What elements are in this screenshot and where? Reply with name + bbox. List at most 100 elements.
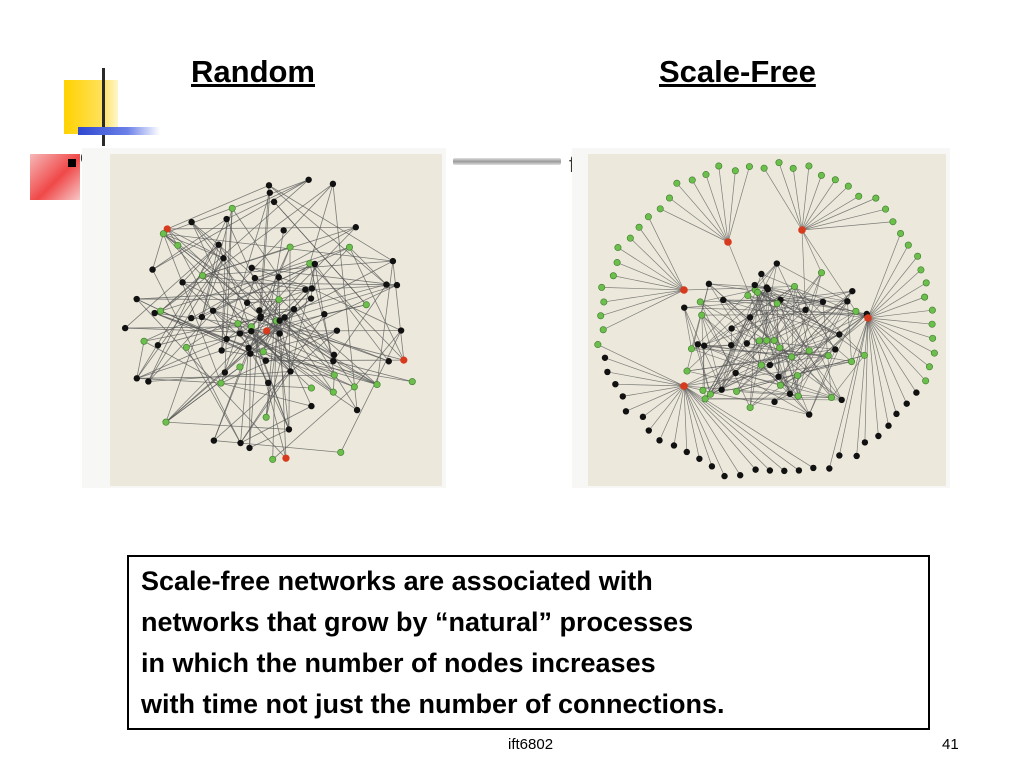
black-node [758,270,765,278]
network-edge [309,263,334,362]
black-node [819,298,827,306]
network-edge [683,361,852,387]
network-edge [251,330,402,332]
green-node [904,241,912,249]
black-node [670,442,678,449]
black-node [353,406,361,414]
network-edge [152,233,164,270]
black-node [209,307,217,314]
network-edge [699,301,781,386]
network-edge [276,320,290,430]
black-node [218,347,225,354]
green-node [706,390,714,398]
green-node [702,171,710,179]
black-node [220,255,227,262]
black-node [385,358,392,365]
network-edge [761,273,869,319]
green-node [776,344,784,352]
green-node [598,283,606,291]
green-node [597,312,605,320]
green-node [755,337,763,345]
network-edge [683,385,725,477]
hub-node [680,382,688,390]
network-edge [759,340,792,358]
black-node [215,241,222,248]
black-node [913,389,920,396]
network-edge [801,195,859,231]
network-edge [309,263,405,361]
network-edge [776,303,810,351]
green-node [609,272,617,280]
scale-free-network-panel [588,154,946,486]
network-edge [867,282,927,319]
network-edge [718,165,729,243]
black-node [333,327,341,334]
network-edge [136,244,219,379]
network-edge [683,385,713,467]
network-edge [251,267,397,286]
black-node [330,357,337,365]
network-edge [867,233,901,319]
network-edge [701,314,732,346]
network-edge [851,317,869,362]
network-edge [333,360,413,382]
network-edge [755,289,840,335]
network-edge [265,320,281,418]
network-edge [201,208,233,318]
network-edge [867,256,918,319]
network-edge [392,261,405,361]
hub-node [724,238,732,246]
green-node [329,388,337,396]
heading-scale-free: Scale-Free [659,54,816,89]
black-node [276,330,283,337]
black-node [718,386,725,393]
black-node [302,286,309,293]
network-edge [147,218,227,382]
network-edge [340,330,402,453]
network-edge [250,284,398,354]
black-node [276,317,283,324]
network-edge [617,247,685,291]
deco-gray-arrow [453,158,561,165]
network-edge [736,347,780,392]
green-node [897,230,905,238]
network-edge [801,208,886,231]
network-edge [676,183,729,243]
green-node [140,337,148,345]
network-edge [867,317,935,354]
black-node [836,331,843,338]
black-node [154,341,162,349]
network-edge [603,289,685,303]
network-edge [163,233,393,262]
black-node [601,354,609,361]
black-node [281,314,288,321]
network-edge [780,299,799,397]
caption-line-3: in which the number of nodes increases [141,648,656,678]
black-node [700,342,708,349]
network-edge [778,376,791,395]
network-edge [162,233,222,384]
black-node [622,408,630,415]
network-edge [691,179,729,243]
network-edge [220,330,338,384]
network-edge [731,309,806,329]
network-edge [867,309,933,319]
network-edge [801,179,836,231]
black-node [645,427,652,434]
network-edge [201,244,219,318]
network-edge [794,286,810,351]
green-node [683,367,691,375]
random-network-panel [110,154,442,486]
black-node [752,466,759,473]
network-edge [251,267,313,289]
green-node [773,300,781,308]
green-node [872,194,880,202]
black-node [751,281,758,289]
network-edge [249,353,251,448]
green-node [699,386,707,394]
network-edge [856,317,869,457]
network-edge [167,184,270,230]
green-node [644,213,652,221]
network-edge [705,174,729,243]
green-node [922,279,930,287]
